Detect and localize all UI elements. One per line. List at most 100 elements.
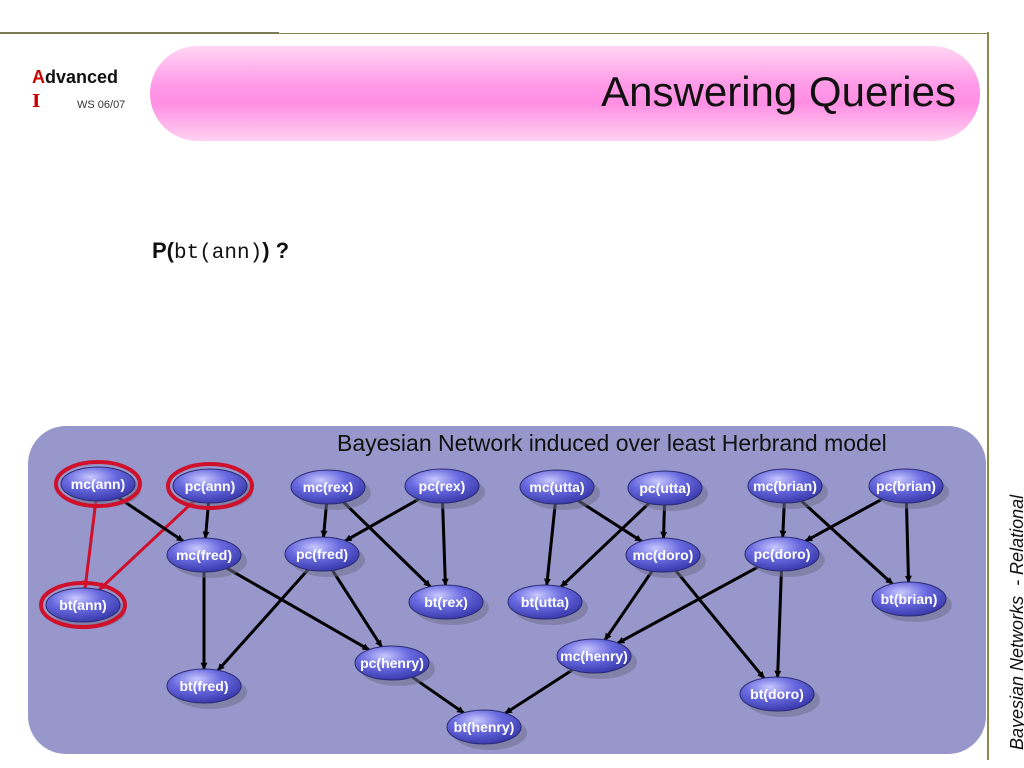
node-ellipse	[744, 536, 820, 572]
node-label: pc(rex)	[419, 478, 466, 494]
node-mc_brian: mc(brian)	[747, 468, 828, 509]
edge-mc_ann-to-bt_ann	[82, 500, 98, 589]
node-label: mc(brian)	[753, 478, 817, 494]
node-bt_rex: bt(rex)	[408, 584, 489, 625]
node-label: bt(fred)	[180, 678, 229, 694]
node-label: bt(rex)	[424, 594, 468, 610]
node-ellipse	[166, 537, 242, 573]
node-bt_henry: bt(henry)	[446, 709, 527, 750]
node-pc_brian: pc(brian)	[868, 468, 949, 509]
node-ellipse	[290, 469, 366, 505]
node-pc_ann: pc(ann)	[166, 462, 254, 510]
node-label: bt(doro)	[750, 686, 804, 702]
node-mc_rex: mc(rex)	[290, 469, 371, 510]
node-ellipse	[404, 468, 480, 504]
node-ellipse	[166, 668, 242, 704]
header-rule-right	[279, 33, 987, 34]
nodes-layer: mc(ann) pc(ann) mc(rex) pc(rex) mc(utta) pc(u…	[39, 460, 952, 750]
edge-pc_doro-to-mc_henry	[617, 565, 759, 645]
node-label: mc(rex)	[303, 479, 354, 495]
edge-mc_utta-to-bt_utta	[543, 503, 557, 586]
node-ellipse	[627, 470, 703, 506]
node-label: mc(ann)	[71, 476, 125, 492]
node-bt_ann: bt(ann)	[39, 581, 127, 629]
node-label: bt(brian)	[881, 591, 938, 607]
node-label: bt(ann)	[59, 597, 106, 613]
logo-line-2: I	[32, 91, 41, 112]
edge-mc_ann-to-mc_fred	[118, 496, 184, 543]
edge-mc_henry-to-bt_henry	[504, 668, 574, 715]
edge-pc_ann-to-bt_ann	[98, 500, 195, 591]
node-ellipse	[747, 468, 823, 504]
node-label: mc(fred)	[176, 547, 232, 563]
edge-mc_rex-to-bt_rex	[342, 501, 432, 588]
node-label: bt(henry)	[454, 719, 515, 735]
node-bt_utta: bt(utta)	[507, 584, 588, 625]
edge-mc_doro-to-bt_doro	[674, 569, 766, 680]
node-label: pc(fred)	[296, 546, 348, 562]
logo-line-1: Advanced	[32, 67, 118, 88]
query-term: bt(ann)	[174, 242, 263, 265]
edge-pc_brian-to-pc_doro	[805, 497, 883, 543]
highlight-ring	[39, 581, 127, 629]
highlight-ring	[166, 462, 254, 510]
edge-mc_utta-to-mc_doro	[577, 499, 643, 543]
node-mc_ann: mc(ann)	[54, 460, 142, 508]
right-border-rule	[987, 32, 989, 760]
network-caption: Bayesian Network induced over least Herb…	[337, 430, 887, 456]
page-title: Answering Queries	[601, 68, 956, 115]
node-pc_henry: pc(henry)	[354, 645, 435, 686]
node-mc_fred: mc(fred)	[166, 537, 247, 578]
node-ellipse	[446, 709, 522, 745]
title-banner: Answering Queries	[150, 46, 980, 141]
node-ellipse	[556, 638, 632, 674]
node-ellipse	[284, 536, 360, 572]
query-prefix: P(	[152, 238, 174, 263]
node-ellipse	[60, 466, 136, 502]
edge-pc_henry-to-bt_henry	[411, 675, 465, 715]
node-bt_fred: bt(fred)	[166, 668, 247, 709]
edges-layer	[82, 496, 912, 715]
node-pc_fred: pc(fred)	[284, 536, 365, 577]
edge-pc_utta-to-bt_utta	[560, 502, 650, 588]
query-suffix: ) ?	[262, 238, 290, 263]
edge-mc_brian-to-bt_brian	[800, 500, 894, 585]
node-bt_doro: bt(doro)	[739, 676, 820, 717]
logo-first-letter: A	[32, 67, 45, 87]
highlight-ring	[54, 460, 142, 508]
node-label: mc(doro)	[633, 547, 694, 563]
node-mc_doro: mc(doro)	[625, 537, 706, 578]
edge-pc_doro-to-bt_doro	[774, 570, 783, 678]
node-ellipse	[871, 581, 947, 617]
node-ellipse	[868, 468, 944, 504]
node-ellipse	[519, 469, 595, 505]
node-label: pc(henry)	[360, 655, 424, 671]
node-label: pc(ann)	[185, 478, 236, 494]
node-label: mc(utta)	[529, 479, 584, 495]
edge-pc_rex-to-pc_fred	[344, 497, 420, 543]
node-label: pc(doro)	[754, 546, 811, 562]
node-pc_rex: pc(rex)	[404, 468, 485, 509]
logo-rest: dvanced	[45, 67, 119, 87]
node-pc_utta: pc(utta)	[627, 470, 708, 511]
node-label: bt(utta)	[521, 594, 569, 610]
edge-pc_rex-to-bt_rex	[441, 502, 449, 586]
node-ellipse	[507, 584, 583, 620]
edge-pc_fred-to-pc_henry	[331, 569, 383, 648]
node-label: mc(henry)	[560, 648, 628, 664]
node-label: pc(utta)	[639, 480, 690, 496]
node-ellipse	[625, 537, 701, 573]
course-term: WS 06/07	[77, 99, 126, 111]
node-ellipse	[739, 676, 815, 712]
node-mc_utta: mc(utta)	[519, 469, 600, 510]
node-ellipse	[408, 584, 484, 620]
node-mc_henry: mc(henry)	[556, 638, 637, 679]
edge-pc_brian-to-bt_brian	[904, 502, 912, 583]
node-bt_brian: bt(brian)	[871, 581, 952, 622]
edge-mc_fred-to-pc_henry	[226, 566, 370, 652]
node-pc_doro: pc(doro)	[744, 536, 825, 577]
node-ellipse	[45, 587, 121, 623]
header-rule-left	[0, 32, 279, 34]
node-ellipse	[172, 468, 248, 504]
